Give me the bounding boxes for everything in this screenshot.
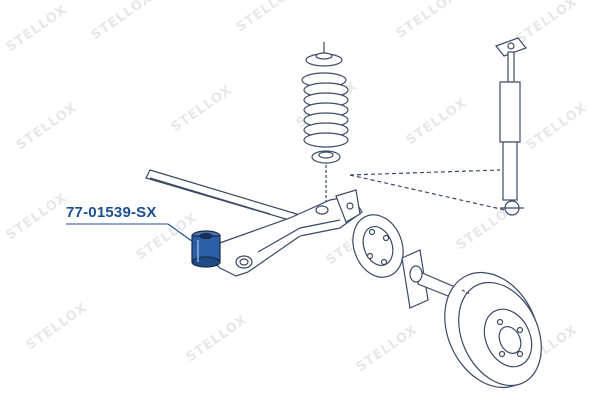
watermark: STELLOX (354, 322, 421, 375)
watermark: STELLOX (394, 0, 461, 41)
watermark: STELLOX (169, 82, 236, 135)
brake-backing-plate (352, 214, 404, 278)
watermark: STELLOX (524, 100, 591, 153)
watermark: STELLOX (234, 0, 301, 35)
watermark: STELLOX (514, 0, 581, 47)
watermark: STELLOX (4, 190, 71, 243)
trailing-arm-bushing (191, 230, 221, 268)
shock-absorber (349, 37, 527, 216)
watermark: STELLOX (24, 300, 91, 353)
part-number-label: 77-01539-SX (66, 204, 157, 221)
watermark: STELLOX (14, 100, 81, 153)
arm-bushing (235, 255, 253, 269)
coil-spring (301, 42, 349, 205)
brake-drum (444, 271, 542, 389)
watermark: STELLOX (404, 95, 471, 148)
leader-line (66, 223, 197, 245)
watermark: STELLOX (184, 312, 251, 365)
watermark: STELLOX (89, 0, 156, 43)
watermark: STELLOX (4, 2, 71, 55)
